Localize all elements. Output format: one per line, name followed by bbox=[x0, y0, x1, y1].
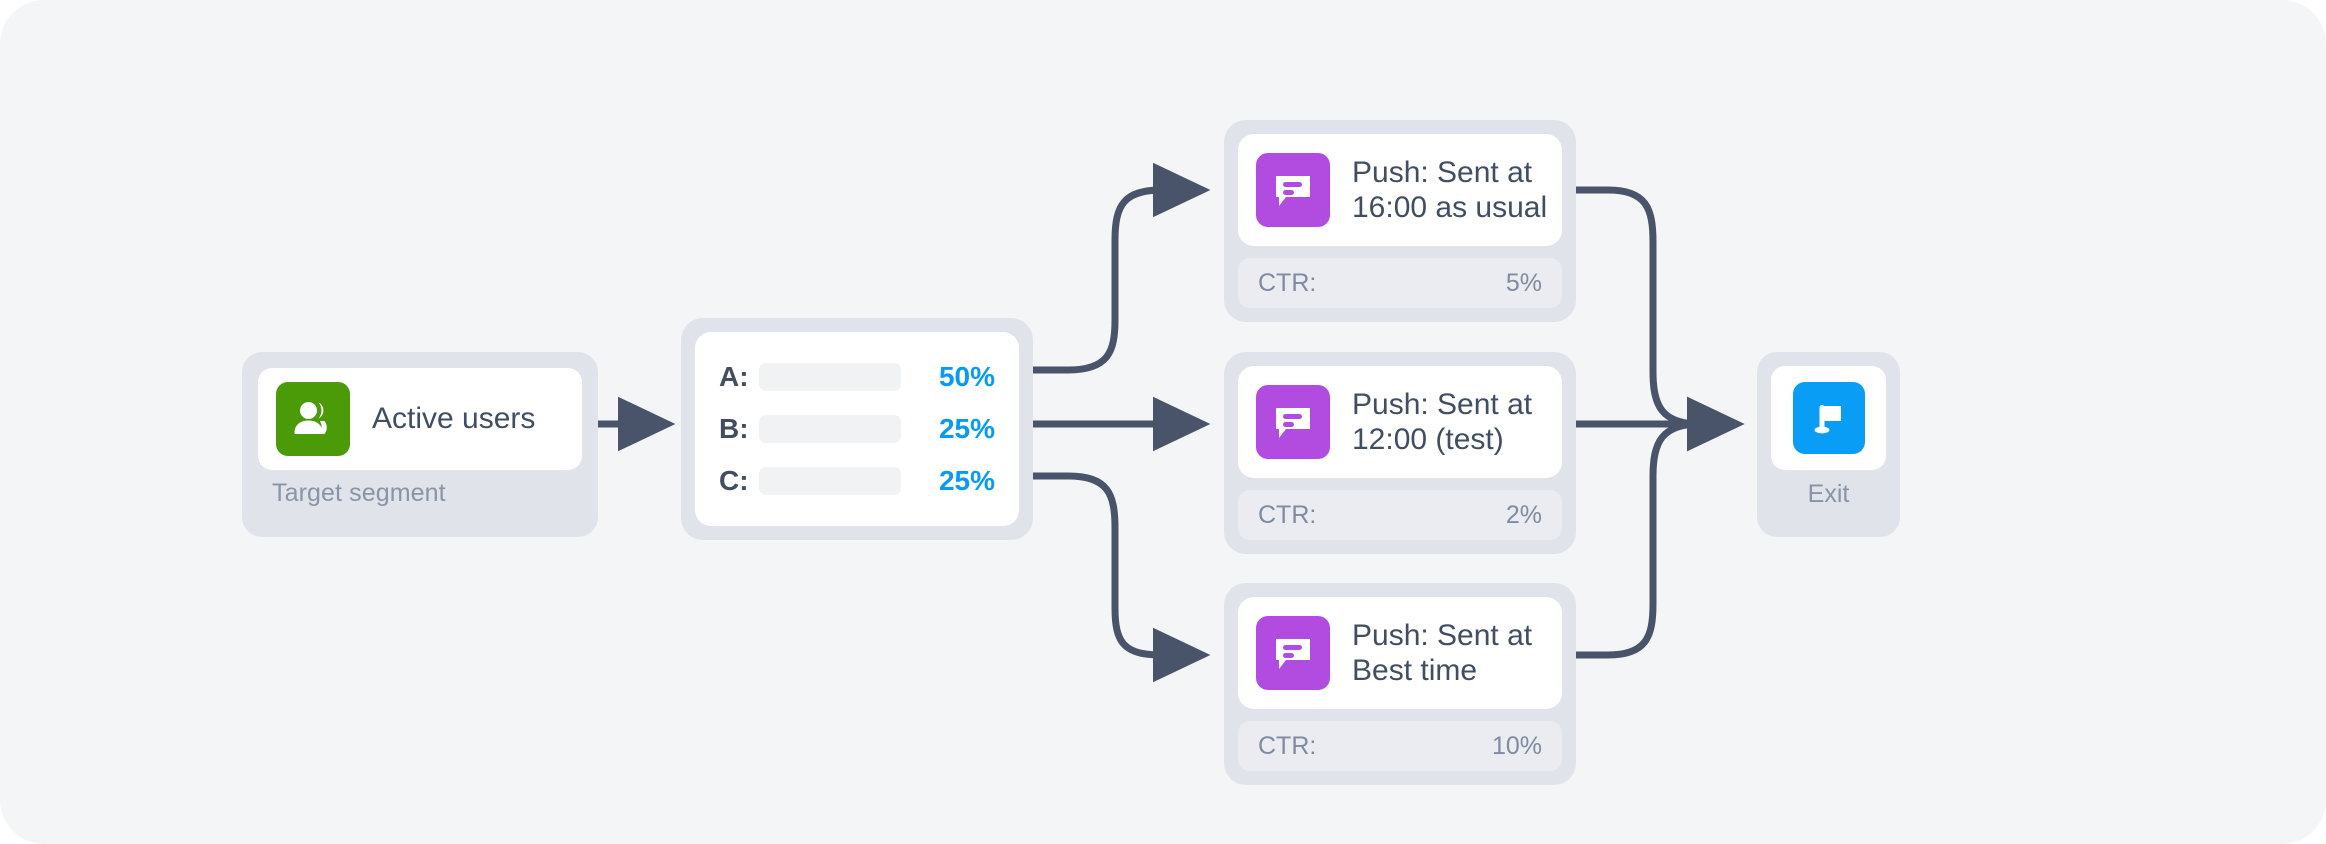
exit-card[interactable] bbox=[1771, 366, 1886, 470]
split-value-c: 25% bbox=[938, 465, 995, 496]
push-2-metric-label: CTR: bbox=[1258, 500, 1317, 529]
segment-title: Active users bbox=[372, 402, 536, 436]
push-3-card[interactable]: Push: Sent at Best time bbox=[1238, 597, 1562, 709]
push-3-title: Push: Sent at Best time bbox=[1352, 618, 1533, 687]
push-message-icon bbox=[1256, 616, 1330, 690]
flag-icon bbox=[1792, 382, 1865, 454]
split-row-b[interactable]: B: 25% bbox=[719, 403, 995, 455]
node-push-3[interactable]: Push: Sent at Best time CTR: 10% bbox=[1224, 583, 1576, 785]
split-value-b: 25% bbox=[938, 413, 995, 444]
node-target-segment[interactable]: Active users Target segment bbox=[242, 352, 598, 537]
push-3-metric-label: CTR: bbox=[1258, 731, 1317, 760]
node-push-1[interactable]: Push: Sent at 16:00 as usual CTR: 5% bbox=[1224, 120, 1576, 322]
split-card[interactable]: A: 50% B: 25% C: 25% bbox=[695, 332, 1019, 526]
segment-subtitle: Target segment bbox=[272, 479, 446, 507]
push-2-title: Push: Sent at 12:00 (test) bbox=[1352, 387, 1533, 456]
split-row-a[interactable]: A: 50% bbox=[719, 351, 995, 403]
push-1-metric-value: 5% bbox=[1505, 268, 1542, 297]
push-1-title: Push: Sent at 16:00 as usual bbox=[1352, 155, 1548, 224]
split-row-c[interactable]: C: 25% bbox=[719, 455, 995, 507]
node-exit[interactable]: Exit bbox=[1757, 352, 1900, 537]
push-3-metric-value: 10% bbox=[1491, 731, 1542, 760]
users-icon bbox=[276, 382, 350, 456]
split-track-c bbox=[759, 467, 901, 495]
node-split[interactable]: A: 50% B: 25% C: 25% bbox=[681, 318, 1033, 540]
push-1-card[interactable]: Push: Sent at 16:00 as usual bbox=[1238, 134, 1562, 246]
push-message-icon bbox=[1256, 385, 1330, 459]
push-2-metric-value: 2% bbox=[1505, 500, 1542, 529]
push-2-card[interactable]: Push: Sent at 12:00 (test) bbox=[1238, 366, 1562, 478]
push-2-metric: CTR: 2% bbox=[1238, 490, 1562, 540]
split-track-a bbox=[759, 363, 901, 391]
split-key-a: A: bbox=[719, 361, 749, 392]
split-key-b: B: bbox=[719, 413, 749, 444]
split-value-a: 50% bbox=[938, 361, 995, 392]
split-key-c: C: bbox=[719, 465, 749, 496]
push-3-metric: CTR: 10% bbox=[1238, 721, 1562, 771]
push-1-metric-label: CTR: bbox=[1258, 268, 1317, 297]
node-push-2[interactable]: Push: Sent at 12:00 (test) CTR: 2% bbox=[1224, 352, 1576, 554]
push-1-metric: CTR: 5% bbox=[1238, 258, 1562, 308]
exit-label: Exit bbox=[1807, 480, 1850, 508]
split-track-b bbox=[759, 415, 901, 443]
push-message-icon bbox=[1256, 153, 1330, 227]
segment-card[interactable]: Active users bbox=[258, 368, 582, 470]
